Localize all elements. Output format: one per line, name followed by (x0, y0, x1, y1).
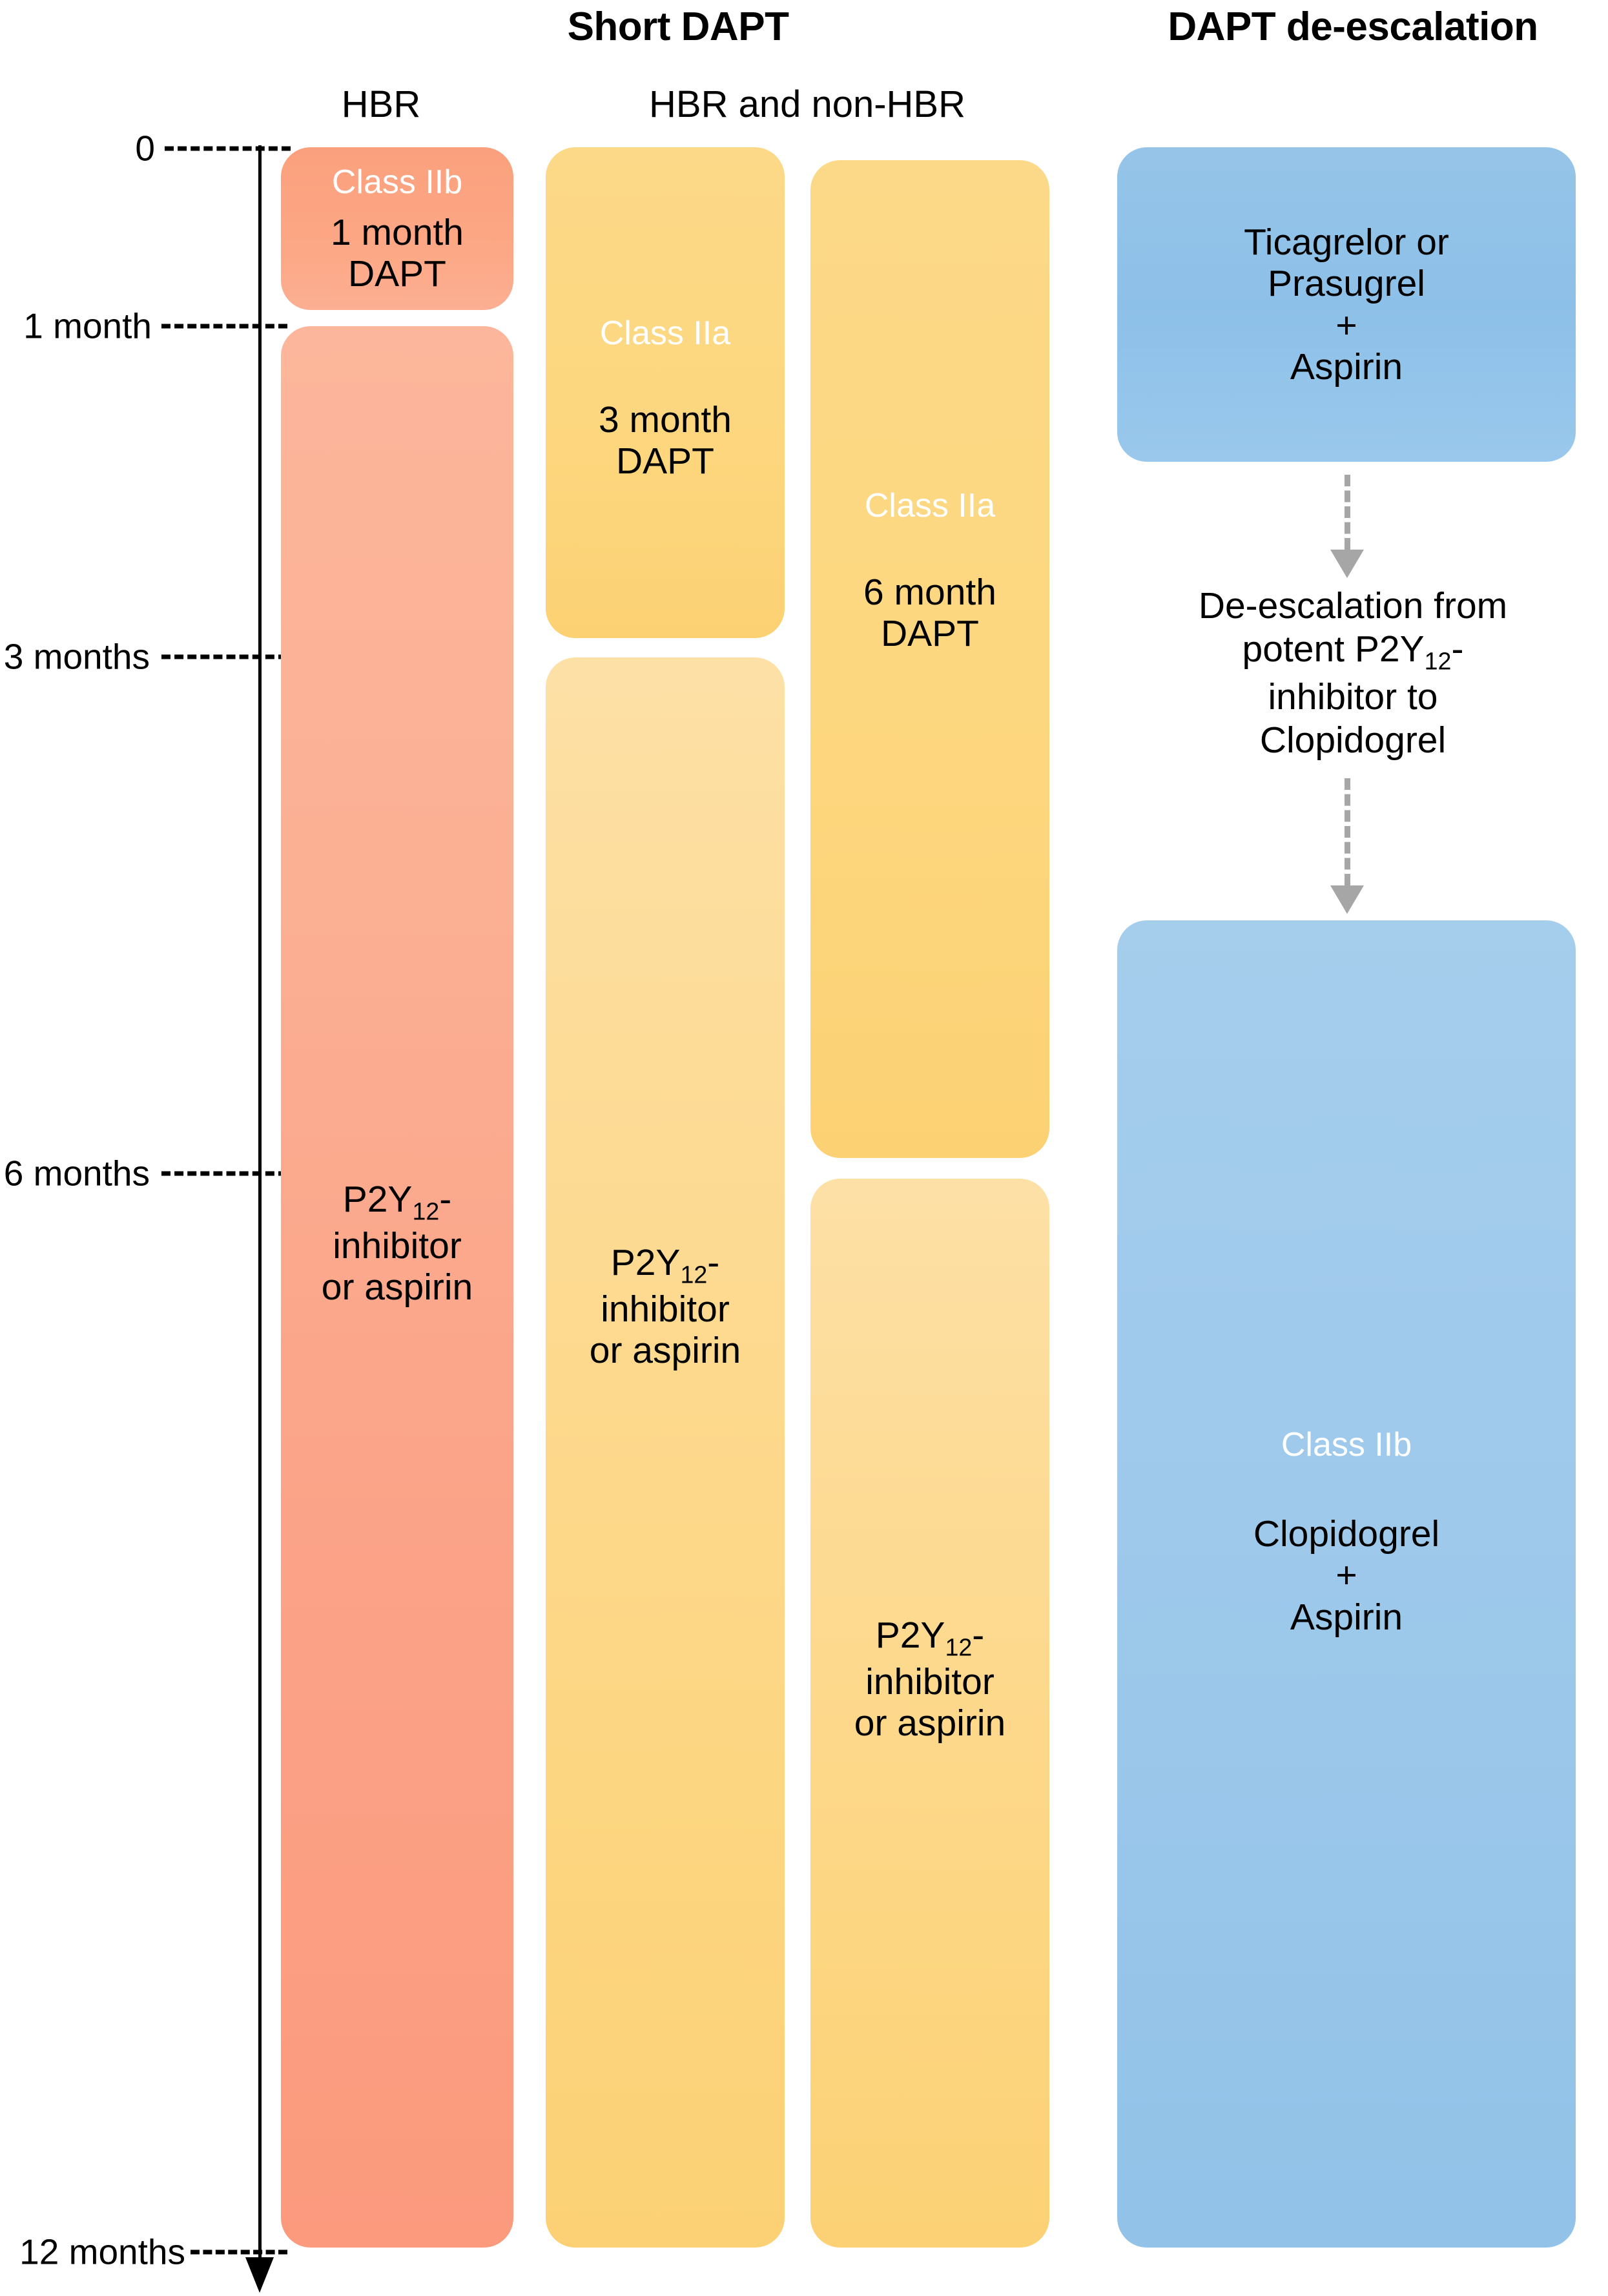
box-body-p2y12-or-aspirin-2: P2Y12- inhibitor or aspirin (546, 1242, 785, 1372)
label-inhibitor-3: inhibitor (865, 1660, 995, 1702)
box-body-clopidogrel-aspirin: Clopidogrel + Aspirin (1117, 1513, 1576, 1638)
axis-tick-dash-3-months (161, 654, 287, 659)
class-label-iia-3month: Class IIa (599, 315, 731, 352)
label-three-month: 3 month (599, 399, 732, 440)
label-plus-2: + (1335, 1555, 1357, 1597)
column-header-hbr-and-non-hbr: HBR and non-HBR (649, 83, 965, 125)
label-six-month: 6 month (863, 572, 996, 613)
label-one-month: 1 month (331, 211, 464, 253)
box-clopidogrel-aspirin[interactable]: Class IIb Clopidogrel + Aspirin (1117, 920, 1576, 2248)
de-escalation-arrow-icon-top (1330, 475, 1364, 578)
label-aspirin-1: Aspirin (1290, 346, 1403, 388)
class-label-iia-6month: Class IIa (864, 487, 996, 524)
label-inhibitor-1: inhibitor (333, 1225, 462, 1267)
label-plus-1: + (1335, 304, 1357, 346)
label-deesc-line2: potent P2Y12- (1242, 628, 1464, 675)
box-hbr-1-month-dapt[interactable]: Class IIb 1 month DAPT (281, 147, 513, 310)
column-header-hbr: HBR (341, 83, 421, 125)
label-inhibitor-2: inhibitor (601, 1288, 730, 1330)
box-3-month-dapt[interactable]: Class IIa 3 month DAPT (546, 147, 785, 638)
axis-tick-dash-0 (165, 146, 291, 151)
de-escalation-transition-text: De-escalation from potent P2Y12- inhibit… (1098, 584, 1608, 763)
axis-tick-dash-12-months (191, 2249, 287, 2255)
group-header-dapt-de-escalation: DAPT de-escalation (1168, 5, 1538, 49)
axis-tick-dash-6-months (161, 1171, 287, 1176)
box-hbr-p2y12-or-aspirin[interactable]: P2Y12- inhibitor or aspirin (281, 326, 513, 2248)
axis-tick-12-months: 12 months (6, 2234, 287, 2270)
label-clopidogrel: Clopidogrel (1253, 1513, 1440, 1555)
axis-tick-label-12-months: 12 months (19, 2231, 185, 2272)
box-3month-p2y12-or-aspirin[interactable]: P2Y12- inhibitor or aspirin (546, 657, 785, 2248)
axis-tick-label-0: 0 (135, 128, 155, 169)
label-or-aspirin-1: or aspirin (321, 1267, 473, 1308)
axis-tick-label-1-month: 1 month (23, 305, 152, 346)
axis-tick-dash-1-month (161, 324, 287, 329)
class-label-iib: Class IIb (331, 163, 463, 201)
class-label-iib-clopidogrel: Class IIb (1281, 1426, 1412, 1463)
timeline-axis-line (258, 145, 262, 2267)
box-6-month-dapt[interactable]: Class IIa 6 month DAPT (810, 160, 1049, 1158)
label-or-aspirin-2: or aspirin (589, 1330, 741, 1372)
de-escalation-arrow-icon-bottom (1330, 778, 1364, 914)
label-dapt-3month: DAPT (615, 440, 715, 482)
label-deesc-line3: inhibitor to (1268, 676, 1438, 718)
label-dapt: DAPT (347, 253, 447, 295)
label-p2y12-1: P2Y12- (342, 1179, 452, 1225)
label-deesc-line1: De-escalation from (1198, 585, 1508, 626)
label-dapt-6month: DAPT (880, 613, 980, 655)
label-p2y12-3: P2Y12- (875, 1615, 985, 1661)
group-header-short-dapt: Short DAPT (567, 5, 789, 49)
timeline-axis-arrowhead (245, 2257, 274, 2293)
label-p2y12-2: P2Y12- (610, 1242, 720, 1288)
box-6month-p2y12-or-aspirin[interactable]: P2Y12- inhibitor or aspirin (810, 1179, 1049, 2248)
box-body-6-month-dapt: 6 month DAPT (810, 572, 1049, 655)
box-body-potent-p2y12: Ticagrelor or Prasugrel + Aspirin (1117, 222, 1576, 388)
axis-tick-1-month: 1 month (13, 308, 287, 344)
axis-tick-label-6-months: 6 months (3, 1153, 150, 1194)
box-body-p2y12-or-aspirin-1: P2Y12- inhibitor or aspirin (281, 1179, 513, 1308)
label-or-aspirin-3: or aspirin (854, 1702, 1006, 1744)
box-body-p2y12-or-aspirin-3: P2Y12- inhibitor or aspirin (810, 1615, 1049, 1744)
axis-tick-0: 0 (65, 130, 291, 166)
axis-tick-6-months: 6 months (4, 1155, 287, 1191)
label-prasugrel: Prasugrel (1268, 263, 1425, 305)
box-body-3-month-dapt: 3 month DAPT (546, 399, 785, 482)
box-body-1-month-dapt: 1 month DAPT (281, 212, 513, 295)
axis-tick-label-3-months: 3 months (3, 636, 150, 677)
axis-tick-3-months: 3 months (4, 639, 287, 674)
label-deesc-line4: Clopidogrel (1259, 719, 1447, 761)
box-ticagrelor-prasugrel-aspirin[interactable]: Ticagrelor or Prasugrel + Aspirin (1117, 147, 1576, 462)
label-ticagrelor-or: Ticagrelor or (1244, 221, 1449, 263)
label-aspirin-2: Aspirin (1290, 1596, 1403, 1638)
